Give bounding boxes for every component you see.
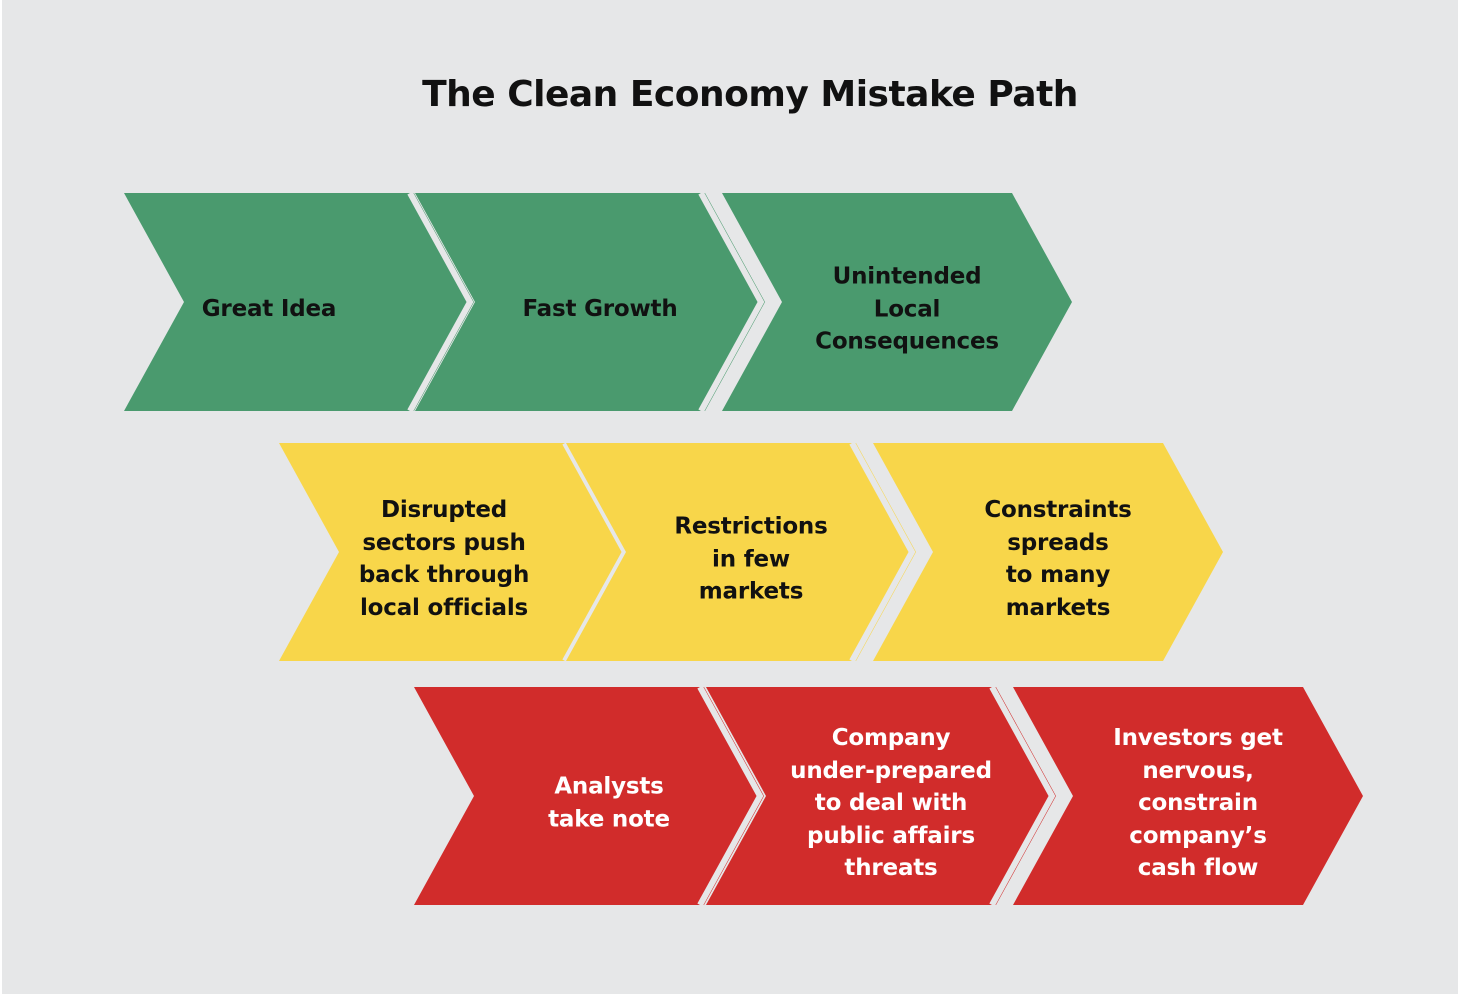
chevron-separator — [562, 441, 629, 663]
chevron-green-3 — [722, 193, 1072, 411]
chevron-green-1 — [124, 193, 474, 411]
chevron-label-yellow-3: Constraints spreads to many markets — [984, 497, 1132, 621]
chevron-separator — [698, 191, 765, 413]
chevron-label-red-2: Company under-prepared to deal with publ… — [790, 724, 992, 881]
diagram-title: The Clean Economy Mistake Path — [422, 74, 1078, 115]
chevron-red-2 — [706, 687, 1056, 905]
chevron-label-green-3: Unintended Local Consequences — [815, 263, 999, 355]
chevron-separator — [989, 685, 1056, 907]
chevron-green-2 — [415, 193, 765, 411]
chevron-label-yellow-1: Disrupted sectors push back through loca… — [358, 497, 530, 621]
chevron-red-1 — [414, 687, 764, 905]
chevron-label-green-1: Great Idea — [201, 295, 337, 322]
chevron-row-green — [124, 191, 1072, 413]
chevron-separator — [849, 441, 916, 663]
chevron-yellow-1 — [279, 443, 629, 661]
chevron-yellow-3 — [873, 443, 1223, 661]
chevron-row-yellow — [279, 441, 1223, 663]
chevron-row-red — [414, 685, 1363, 907]
chevron-yellow-2 — [566, 443, 916, 661]
chevron-label-yellow-2: Restrictions in few markets — [674, 513, 828, 605]
chevron-label-red-3: Investors get nervous, constrain company… — [1113, 724, 1283, 881]
chevron-label-green-2: Fast Growth — [522, 295, 678, 322]
chevron-separator — [697, 685, 764, 907]
chevron-red-3 — [1013, 687, 1363, 905]
chevron-separator — [407, 191, 474, 413]
chevron-label-red-1: Analysts take note — [548, 773, 670, 833]
